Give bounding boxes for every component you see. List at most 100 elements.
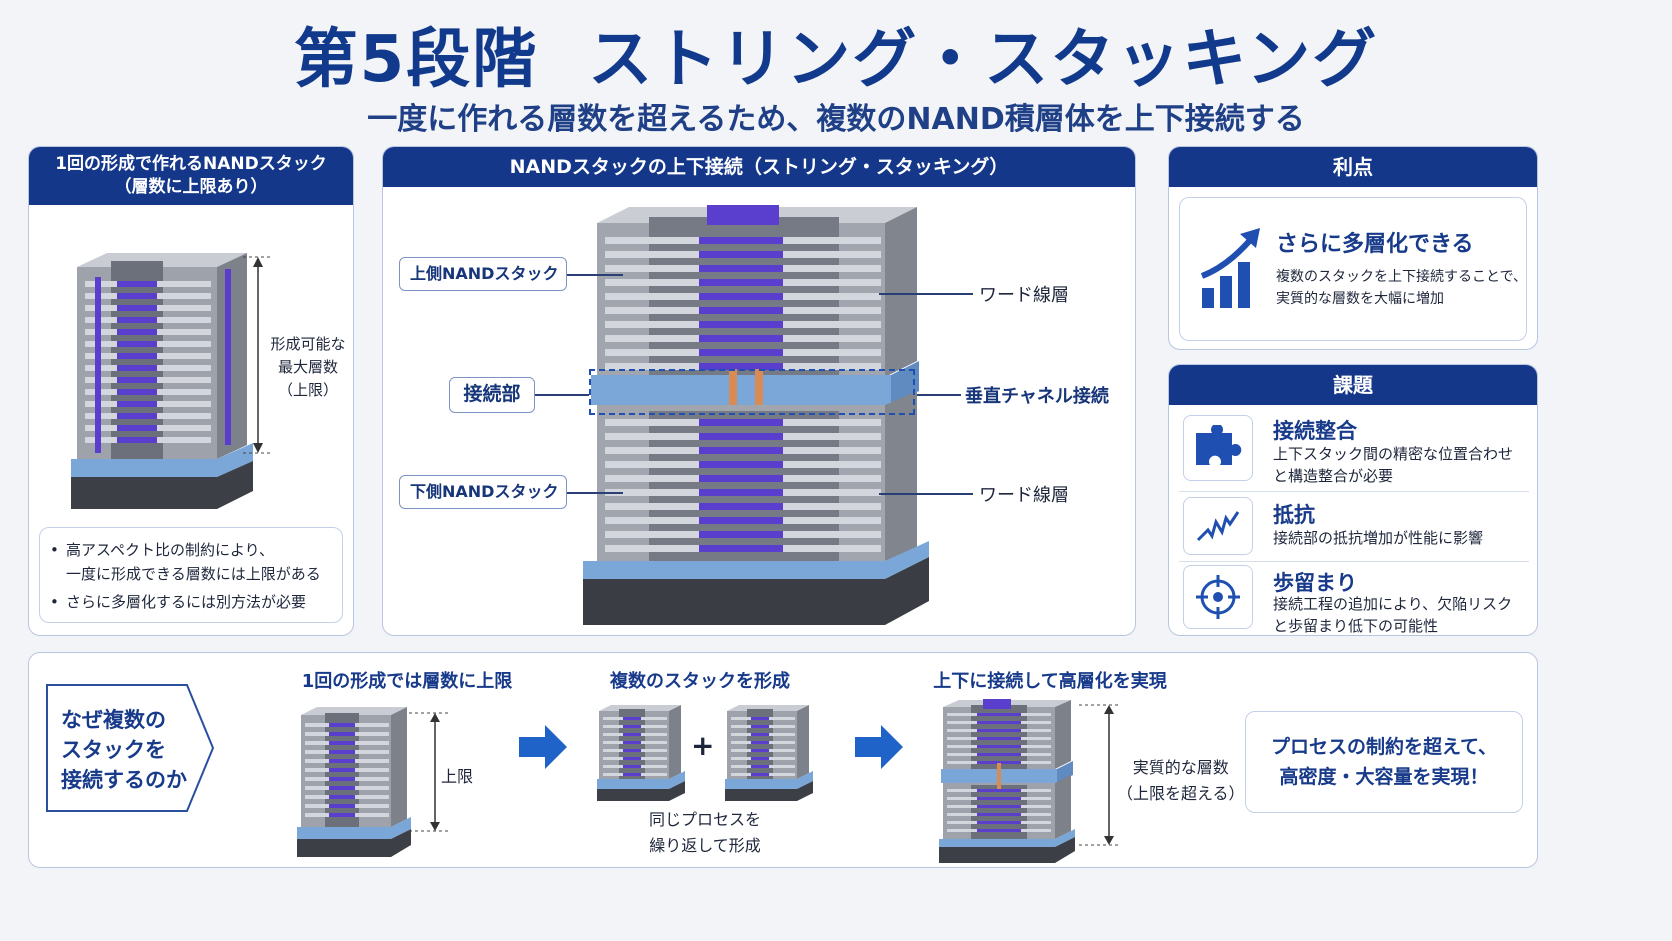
channel-segment bbox=[699, 489, 783, 496]
vertical-channel-leader bbox=[917, 394, 961, 396]
note-bullet: • bbox=[50, 593, 59, 611]
benefit-text: 複数のスタックを上下接続することで、 実質的な層数を大幅に増加 bbox=[1276, 266, 1527, 310]
channel-segment bbox=[117, 281, 157, 287]
limit-notes-box: • 高アスペクト比の制約により、一度に形成できる層数には上限がある • さらに多… bbox=[39, 527, 343, 623]
target-icon bbox=[1196, 575, 1240, 619]
channel-segment bbox=[117, 317, 157, 323]
benefit-text-line: 複数のスタックを上下接続することで、 bbox=[1276, 269, 1528, 285]
step2-stack-b bbox=[723, 703, 815, 803]
channel-segment bbox=[699, 321, 783, 328]
question-line: なぜ複数の bbox=[61, 708, 166, 732]
word-line-top-label: ワード線層 bbox=[979, 285, 1069, 306]
why-stack-panel: なぜ複数の スタックを 接続するのか 1回の形成では層数に上限 上限 複数のスタ… bbox=[28, 652, 1538, 868]
channel-segment bbox=[751, 749, 769, 752]
channel-segment bbox=[623, 733, 641, 736]
height-arrow bbox=[243, 256, 273, 454]
title-stage: 第5段階 bbox=[293, 23, 539, 97]
channel-segment bbox=[117, 377, 157, 383]
upper-stack-leader bbox=[567, 274, 623, 276]
step3-title: 上下に接続して高層化を実現 bbox=[933, 671, 1167, 692]
challenge-icon-box bbox=[1183, 565, 1253, 629]
channel-segment bbox=[977, 729, 1021, 732]
string-stacking-header: NANDスタックの上下接続（ストリング・スタッキング） bbox=[383, 147, 1135, 187]
question-callout-shape bbox=[46, 684, 215, 812]
channel-segment bbox=[699, 545, 783, 552]
plus-sign: + bbox=[691, 729, 715, 762]
challenge-text: 上下スタック間の精密な位置合わせ と構造整合が必要 bbox=[1273, 443, 1513, 487]
channel-segment bbox=[699, 237, 783, 244]
challenge-title: 抵抗 bbox=[1273, 503, 1315, 527]
channel-segment bbox=[699, 503, 783, 510]
challenge-text-line: 接続工程の追加により、欠陥リスク bbox=[1273, 595, 1513, 613]
step1-limit-label: 上限 bbox=[441, 767, 474, 786]
channel-segment bbox=[117, 353, 157, 359]
channel-segment bbox=[329, 813, 355, 817]
question-line: スタックを bbox=[61, 738, 166, 762]
string-stacking-panel: NANDスタックの上下接続（ストリング・スタッキング） 上側 bbox=[382, 146, 1136, 636]
step3-height-label: 実質的な層数 （上限を超える） bbox=[1117, 755, 1245, 807]
joint-leader bbox=[535, 394, 589, 396]
note-line: 一度に形成できる層数には上限がある bbox=[66, 565, 321, 583]
joint-label: 接続部 bbox=[449, 377, 535, 413]
channel-segment bbox=[977, 813, 1021, 816]
channel-segment bbox=[117, 437, 157, 443]
channel-segment bbox=[623, 717, 641, 720]
channel-segment bbox=[977, 761, 1021, 764]
lower-stack-label: 下側NANDスタック bbox=[399, 475, 567, 509]
channel-segment bbox=[751, 757, 769, 760]
single-stack-panel: 1回の形成で作れるNANDスタック （層数に上限あり） 形成可能な 最大層数 （… bbox=[28, 146, 354, 636]
channel-segment bbox=[117, 413, 157, 419]
title-main: ストリング・スタッキング bbox=[588, 23, 1379, 97]
step2-title: 複数のスタックを形成 bbox=[610, 671, 790, 692]
channel-segment bbox=[117, 329, 157, 335]
nand-stack-icon bbox=[71, 253, 253, 509]
nand-stack-icon bbox=[725, 705, 813, 801]
growth-chart-icon bbox=[1200, 228, 1260, 308]
step3-stack bbox=[937, 697, 1077, 865]
note-bullet: • bbox=[50, 541, 59, 559]
channel-segment bbox=[329, 741, 355, 745]
challenge-divider bbox=[1179, 561, 1529, 562]
channel-segment bbox=[117, 341, 157, 347]
nand-stack-icon bbox=[597, 705, 685, 801]
channel-segment bbox=[329, 804, 355, 808]
challenges-panel: 課題 接続整合 上下スタック間の精密な位置合わせ と構造整合が必要 抵抗 接続部… bbox=[1168, 364, 1538, 636]
single-stack-header: 1回の形成で作れるNANDスタック （層数に上限あり） bbox=[29, 147, 353, 205]
channel-segment bbox=[977, 797, 1021, 800]
channel-segment bbox=[329, 795, 355, 799]
channel-segment bbox=[699, 335, 783, 342]
challenge-text: 接続部の抵抗増加が性能に影響 bbox=[1273, 527, 1483, 549]
channel-segment bbox=[699, 419, 783, 426]
channel-segment bbox=[699, 517, 783, 524]
channel-segment bbox=[699, 531, 783, 538]
challenge-title: 歩留まり bbox=[1273, 571, 1357, 595]
step1-title: 1回の形成では層数に上限 bbox=[301, 671, 513, 692]
channel-segment bbox=[977, 737, 1021, 740]
step1-limit-arrow bbox=[409, 712, 449, 832]
step2-caption-line: 繰り返して形成 bbox=[649, 836, 761, 855]
channel-segment bbox=[699, 461, 783, 468]
channel-segment bbox=[329, 777, 355, 781]
step1-stack bbox=[295, 703, 415, 863]
note-line: さらに多層化するには別方法が必要 bbox=[66, 593, 307, 611]
challenge-title: 接続整合 bbox=[1273, 419, 1357, 443]
arrow-right-icon bbox=[519, 725, 567, 769]
step3-height-label-line: 実質的な層数 bbox=[1132, 758, 1229, 777]
channel-segment bbox=[977, 821, 1021, 824]
channel-segment bbox=[117, 401, 157, 407]
step2-stack-a bbox=[595, 703, 687, 803]
note-line: 高アスペクト比の制約により、 bbox=[66, 541, 275, 559]
channel-segment bbox=[751, 765, 769, 768]
channel-segment bbox=[751, 773, 769, 776]
channel-segment bbox=[699, 447, 783, 454]
question-line: 接続するのか bbox=[61, 768, 187, 792]
page-subtitle: 一度に作れる層数を超えるため、複数のNAND積層体を上下接続する bbox=[367, 102, 1305, 137]
channel-segment bbox=[977, 713, 1021, 716]
max-layers-label: 形成可能な 最大層数 （上限） bbox=[265, 333, 351, 402]
channel-segment bbox=[699, 363, 783, 370]
channel-segment bbox=[117, 389, 157, 395]
channel-segment bbox=[699, 279, 783, 286]
channel-segment bbox=[699, 265, 783, 272]
channel-segment bbox=[699, 475, 783, 482]
step2-caption-line: 同じプロセスを bbox=[648, 810, 761, 829]
